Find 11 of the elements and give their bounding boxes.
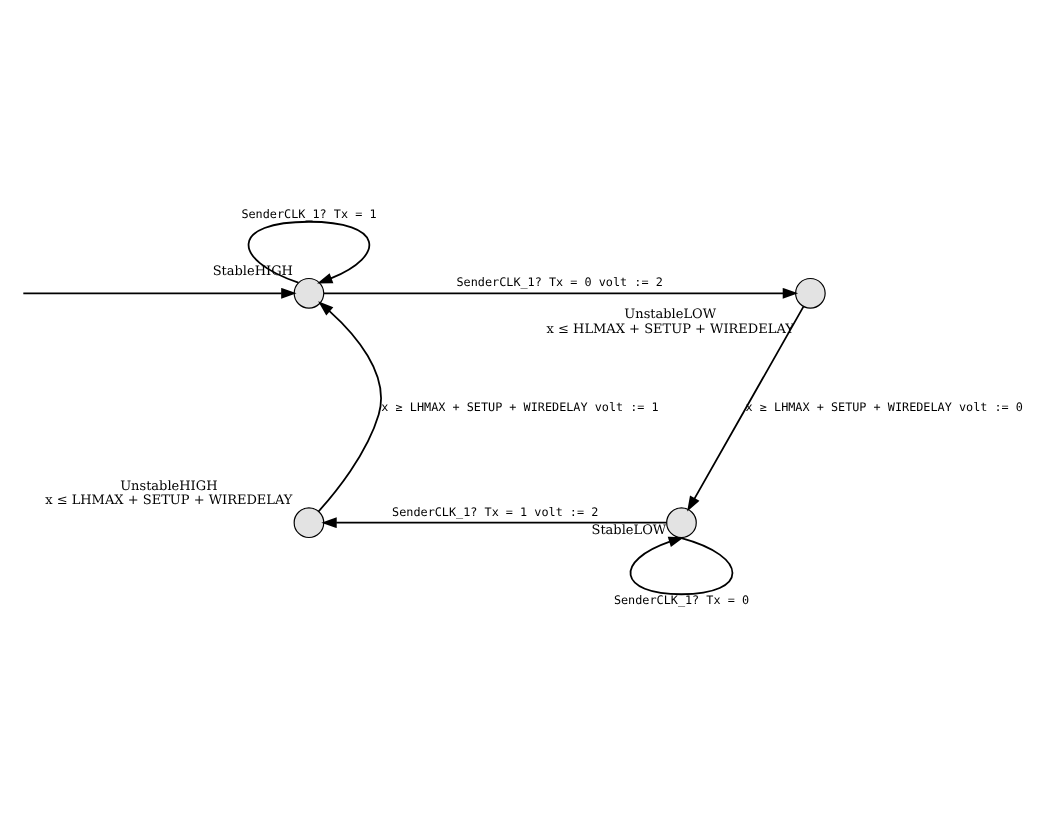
node-circle bbox=[666, 506, 697, 538]
arrow bbox=[247, 219, 370, 283]
node-circle bbox=[293, 506, 325, 538]
arrow bbox=[317, 300, 382, 512]
node-circle bbox=[293, 276, 325, 308]
arrow bbox=[22, 286, 297, 298]
arrow bbox=[629, 535, 734, 595]
arrow bbox=[687, 304, 805, 511]
node-circle bbox=[795, 276, 826, 308]
arrow bbox=[323, 286, 799, 298]
arrow bbox=[321, 516, 668, 528]
